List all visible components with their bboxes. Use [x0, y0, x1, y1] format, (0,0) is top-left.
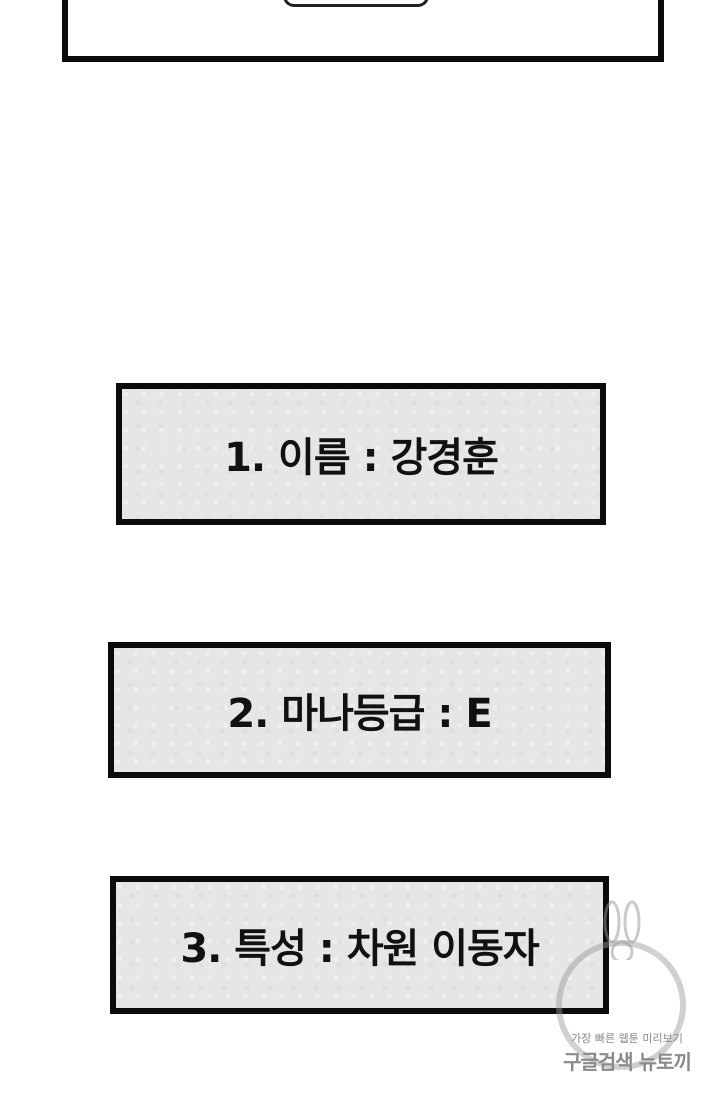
info-box-name: 1. 이름 : 강경훈 [116, 383, 606, 525]
watermark: 가장 빠른 웹툰 미리보기 구글검색 뉴토끼 [542, 900, 712, 1080]
info-text-name: 1. 이름 : 강경훈 [224, 435, 499, 481]
rabbit-mascot-icon [603, 900, 641, 960]
info-text-mana-grade: 2. 마나등급 : E [227, 691, 492, 737]
watermark-tagline: 가장 빠른 웹툰 미리보기 [571, 1032, 683, 1045]
watermark-site-name: 구글검색 뉴토끼 [563, 1050, 692, 1074]
top-comic-panel [62, 0, 664, 62]
info-text-trait: 3. 특성 : 차원 이동자 [180, 926, 539, 972]
info-box-trait: 3. 특성 : 차원 이동자 [110, 876, 609, 1014]
panel-fragment [283, 0, 429, 7]
info-box-mana-grade: 2. 마나등급 : E [108, 642, 611, 778]
